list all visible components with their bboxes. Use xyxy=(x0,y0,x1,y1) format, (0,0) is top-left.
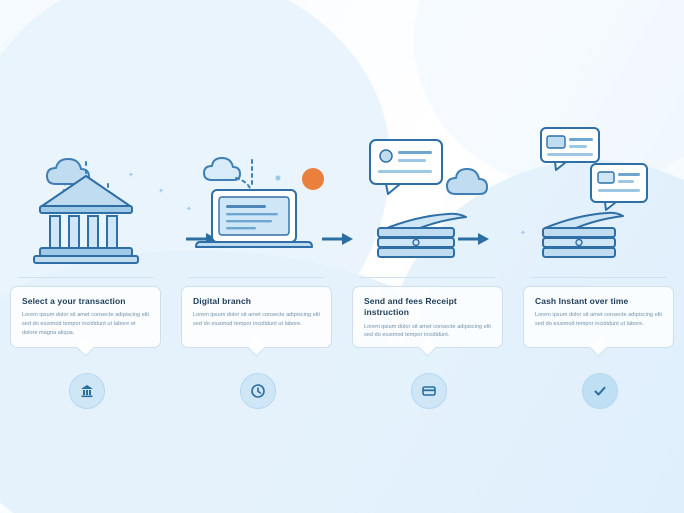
orange-accent-dot xyxy=(302,168,324,190)
chat-bubble-icon xyxy=(368,139,443,195)
step-4-callout: Cash Instant over time Lorem ipsum dolor… xyxy=(523,286,674,348)
card-icon xyxy=(421,386,436,396)
laptop-cloud-icon xyxy=(194,157,313,248)
laptop-glyph xyxy=(194,189,313,248)
step-2-badge[interactable] xyxy=(239,373,276,409)
step-1-title: Select a your transaction xyxy=(22,296,126,306)
bank-pin-icon xyxy=(80,385,93,398)
cash-stack-glyph xyxy=(541,211,624,258)
sparkle-icon: ✦ xyxy=(158,188,164,195)
step-3-title: Send and fees Receipt instruction xyxy=(364,296,457,318)
step-3-divider xyxy=(360,277,495,278)
arrow-step-2-to-3 xyxy=(322,233,353,245)
step-4-title: Cash Instant over time xyxy=(535,296,629,306)
cash-card-notification-icon xyxy=(539,127,648,258)
sparkle-icon: ✦ xyxy=(186,206,192,213)
step-4-badge[interactable] xyxy=(581,373,618,409)
step-1-badge[interactable] xyxy=(68,373,105,409)
step-3-badge[interactable] xyxy=(410,373,447,409)
step-4-illustration xyxy=(513,120,684,280)
step-4-divider xyxy=(531,277,666,278)
card-notification-glyph xyxy=(539,127,600,171)
step-3-illustration xyxy=(342,120,513,280)
step-2: Digital branch Lorem ipsum dolor sit ame… xyxy=(171,0,342,513)
step-1-divider xyxy=(18,277,153,278)
cloud-icon xyxy=(445,168,488,195)
clock-icon xyxy=(250,384,265,398)
step-1-illustration xyxy=(0,120,171,280)
sparkle-icon: ✦ xyxy=(62,182,68,189)
sparkle-icon: ✦ xyxy=(520,230,526,237)
cash-stack-chat-icon xyxy=(368,139,488,258)
step-1-callout: Select a your transaction Lorem ipsum do… xyxy=(10,286,161,348)
step-1-body: Lorem ipsum dolor sit amet consecte adip… xyxy=(22,312,149,336)
step-3: Send and fees Receipt instruction Lorem … xyxy=(342,0,513,513)
secondary-card-icon xyxy=(589,163,648,211)
step-2-title: Digital branch xyxy=(193,296,252,306)
sparkle-icon: ✦ xyxy=(128,172,134,179)
step-4: Cash Instant over time Lorem ipsum dolor… xyxy=(513,0,684,513)
step-4-body: Lorem ipsum dolor sit amet consecte adip… xyxy=(535,312,662,327)
check-icon xyxy=(594,386,605,396)
bank-glyph xyxy=(32,175,139,264)
cash-stack-glyph xyxy=(376,212,467,258)
step-3-callout: Send and fees Receipt instruction Lorem … xyxy=(352,286,503,348)
step-2-illustration xyxy=(171,120,342,280)
step-3-body: Lorem ipsum dolor sit amet consecte adip… xyxy=(364,323,491,339)
step-2-body: Lorem ipsum dolor sit amet consecte adip… xyxy=(193,312,320,327)
step-2-divider xyxy=(189,277,324,278)
step-1: Select a your transaction Lorem ipsum do… xyxy=(0,0,171,513)
arrow-step-3-to-4 xyxy=(458,233,489,245)
bank-building-icon xyxy=(32,158,139,264)
step-2-callout: Digital branch Lorem ipsum dolor sit ame… xyxy=(181,286,332,348)
